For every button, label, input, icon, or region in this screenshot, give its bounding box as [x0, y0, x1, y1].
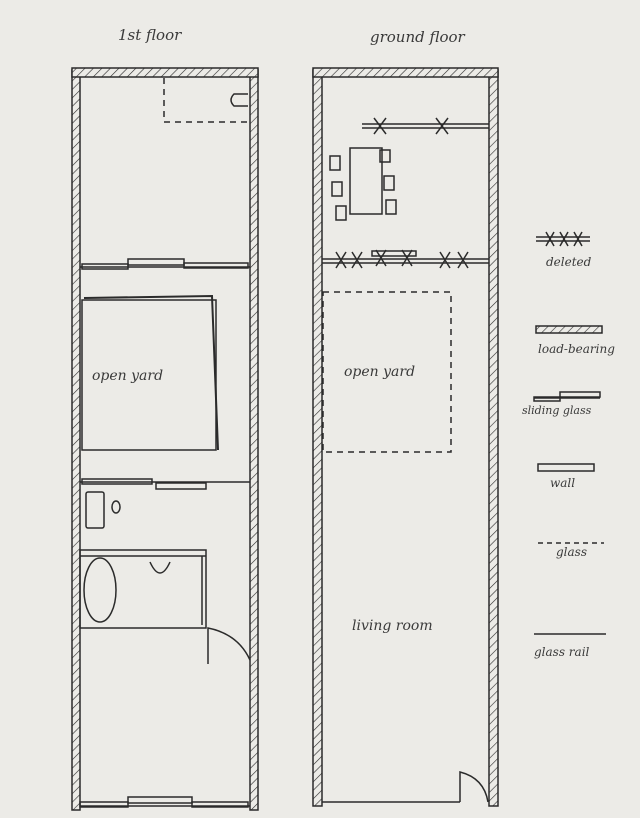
- ground-floor-top-wall: [312, 67, 499, 78]
- first-floor-left-wall: [71, 69, 81, 811]
- dining-table-icon: [349, 147, 383, 215]
- living-room-label: living room: [352, 618, 433, 634]
- first-floor-sliding-glass-bottom: [79, 796, 250, 808]
- first-floor-sliding-glass-middle: [80, 478, 250, 490]
- legend-item-glass-rail: glass rail: [534, 633, 606, 659]
- first-floor-plan: 1st floor open yard: [71, 26, 259, 811]
- legend-item-sliding-glass: sliding glass: [522, 391, 601, 417]
- first-floor-bathroom: [79, 549, 207, 629]
- first-floor-right-wall: [249, 69, 259, 811]
- chair-icon: [335, 205, 347, 221]
- legend-label-sliding-glass: sliding glass: [522, 404, 592, 417]
- legend-label-glass-rail: glass rail: [534, 645, 590, 659]
- first-floor-top-wall: [71, 67, 259, 78]
- ground-floor-left-wall: [312, 69, 323, 807]
- legend: deleted load-bearing sliding glass wall …: [522, 231, 615, 659]
- ground-floor-deleted-partition: [322, 249, 489, 269]
- chair-icon: [379, 149, 391, 163]
- ground-floor-title: ground floor: [370, 28, 466, 46]
- chair-icon: [329, 155, 341, 171]
- ground-floor-open-yard: [322, 291, 452, 453]
- first-floor-glass-enclosure: [163, 78, 250, 123]
- ground-floor-door-icon: [459, 771, 489, 803]
- ground-floor-plan: ground floor: [312, 28, 499, 807]
- legend-label-load-bearing: load-bearing: [538, 342, 615, 356]
- first-floor-basin-icon: [230, 93, 248, 107]
- ground-floor-right-wall: [488, 69, 499, 807]
- legend-item-wall: wall: [537, 463, 595, 490]
- first-floor-sink-icon: [149, 561, 171, 574]
- ground-floor-deleted-wall-top: [362, 117, 489, 135]
- chair-icon: [383, 175, 395, 191]
- legend-item-deleted: deleted: [536, 231, 592, 269]
- first-floor-door-icon: [207, 627, 251, 664]
- chair-icon: [331, 181, 343, 197]
- legend-label-deleted: deleted: [546, 255, 592, 269]
- first-floor-toilet-icon: [85, 491, 105, 529]
- legend-item-load-bearing: load-bearing: [535, 325, 615, 356]
- first-floor-title: 1st floor: [118, 26, 182, 44]
- first-floor-open-yard-label: open yard: [92, 368, 163, 384]
- legend-label-wall: wall: [550, 476, 575, 490]
- first-floor-tub-icon: [83, 557, 117, 623]
- legend-item-glass: glass: [538, 542, 604, 559]
- legend-label-glass: glass: [556, 545, 587, 559]
- ground-floor-open-yard-label: open yard: [344, 364, 415, 380]
- first-floor-sliding-glass-upper: [80, 258, 250, 270]
- chair-icon: [385, 199, 397, 215]
